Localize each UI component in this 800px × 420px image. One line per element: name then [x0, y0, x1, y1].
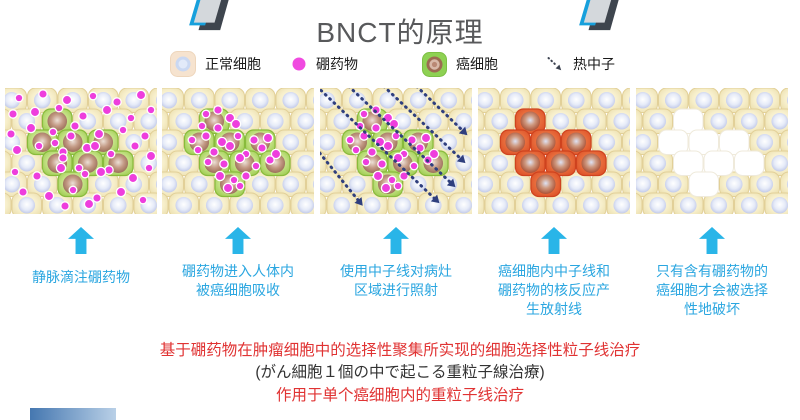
- panel-stage-1-injection: [5, 88, 157, 214]
- page-title: BNCT的原理: [316, 17, 484, 48]
- cancer-cell-icon: [422, 51, 447, 77]
- up-arrow-icon: [225, 227, 251, 254]
- logo-icon: [579, 0, 619, 31]
- up-arrow-icon: [383, 227, 409, 254]
- logo-icon: [189, 0, 229, 31]
- thermal-neutron-icon: [547, 57, 562, 71]
- panel-stage-5-destroyed: [636, 88, 788, 214]
- legend-label: 热中子: [573, 56, 615, 72]
- legend-label: 正常细胞: [205, 56, 261, 72]
- legend-item-thermal-neutron: 热中子: [546, 50, 615, 78]
- up-arrow-icon: [68, 227, 94, 254]
- up-arrow-icon: [541, 227, 567, 254]
- legend-label: 癌细胞: [456, 56, 498, 72]
- summary-line-japanese: (がん細胞１個の中で起こる重粒子線治療): [255, 364, 545, 381]
- legend-item-boron-drug: 硼药物: [291, 50, 358, 78]
- footer-accent-bar: [30, 408, 116, 420]
- step-caption-1: 静脉滴注硼药物: [32, 269, 130, 285]
- up-arrow-icon: [699, 227, 725, 254]
- step-caption-4: 癌细胞内中子线和 硼药物的核反应产 生放射线: [498, 263, 610, 317]
- boron-drug-icon: [292, 57, 306, 71]
- legend-label: 硼药物: [316, 56, 358, 72]
- panel-stage-3-irradiation: [320, 88, 472, 214]
- step-caption-2: 硼药物进入人体内 被癌细胞吸收: [182, 263, 294, 298]
- legend: 正常细胞 硼药物 癌细胞 热中子: [0, 50, 800, 78]
- legend-item-normal-cell: 正常细胞: [170, 50, 261, 78]
- normal-cell-icon: [170, 51, 196, 77]
- summary-line-chinese-1: 基于硼药物在肿瘤细胞中的选择性聚集所实现的细胞选择性粒子线治疗: [159, 342, 641, 359]
- summary-line-chinese-2: 作用于单个癌细胞内的重粒子线治疗: [275, 387, 524, 404]
- step-caption-5: 只有含有硼药物的 癌细胞才会被选择 性地破坏: [656, 263, 768, 317]
- legend-item-cancer-cell: 癌细胞: [422, 50, 498, 78]
- step-caption-3: 使用中子线对病灶 区域进行照射: [340, 263, 452, 298]
- panel-stage-4-reaction: [478, 88, 630, 214]
- panel-stage-2-uptake: [162, 88, 314, 214]
